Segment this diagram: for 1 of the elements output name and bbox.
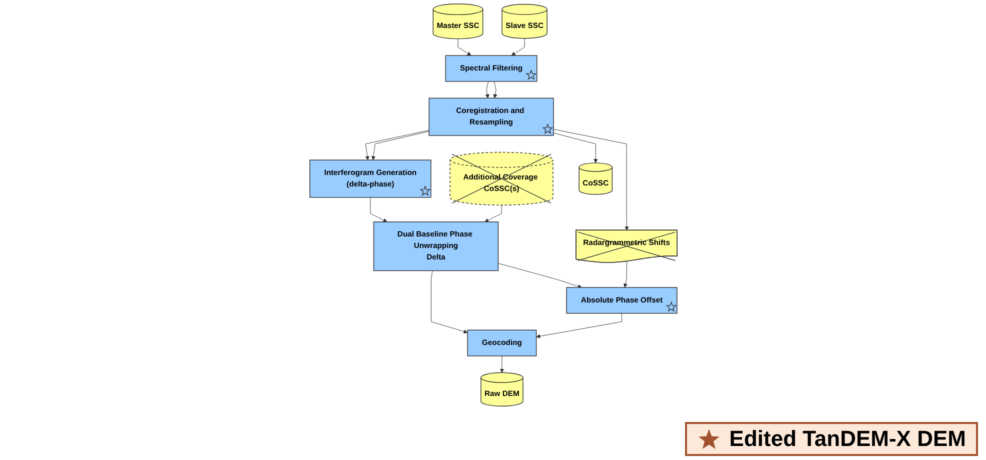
legend-text: Edited TanDEM-X DEM [729,426,966,452]
